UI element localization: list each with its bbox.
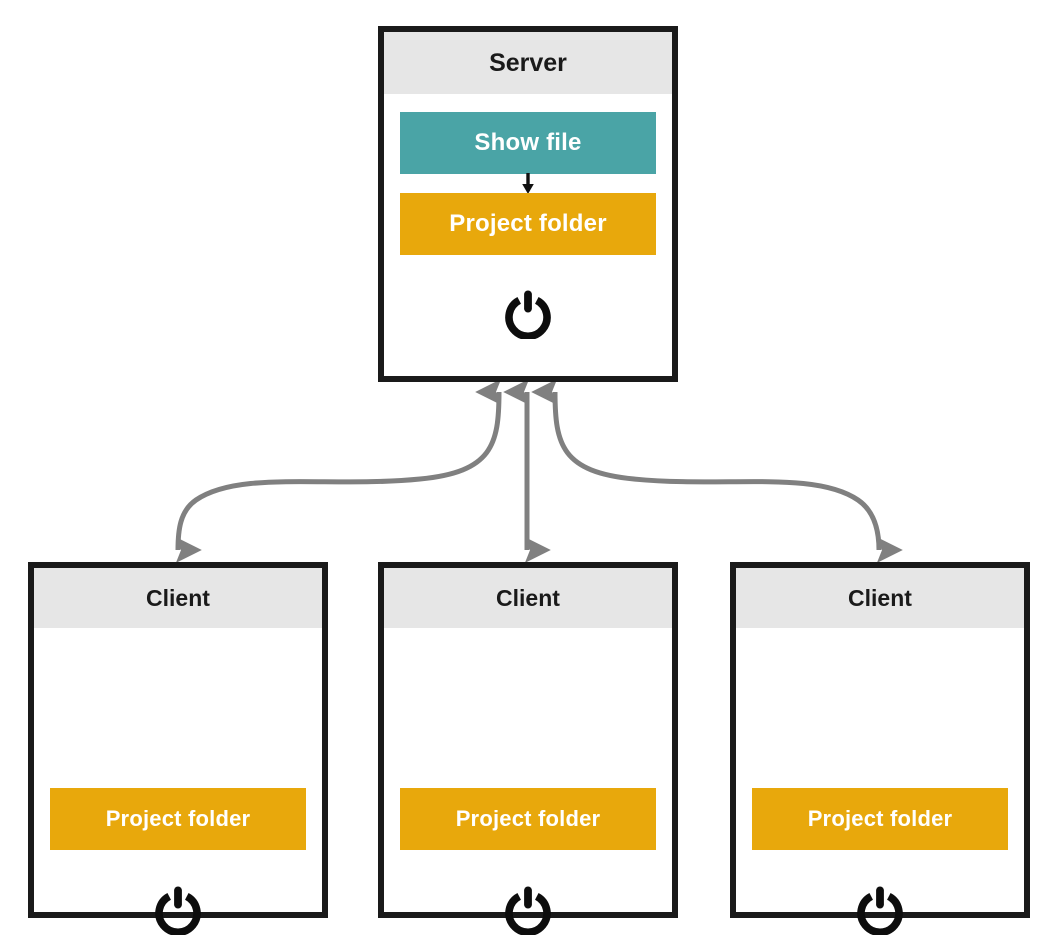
client-header: Client <box>34 568 322 628</box>
server-node[interactable]: Server Show file Project folder <box>378 26 678 382</box>
server-body: Show file Project folder <box>384 94 672 376</box>
power-icon[interactable] <box>854 883 906 935</box>
client-body: Project folder <box>736 628 1024 935</box>
server-project-folder-bar[interactable]: Project folder <box>400 193 656 255</box>
client-body: Project folder <box>384 628 672 935</box>
arrow-down-icon <box>522 173 534 194</box>
server-show-file-bar[interactable]: Show file <box>400 112 656 174</box>
client-project-folder-bar[interactable]: Project folder <box>752 788 1008 850</box>
power-icon[interactable] <box>502 287 554 339</box>
connector-server-to-client-1 <box>175 379 502 563</box>
client-node-3[interactable]: Client Project folder <box>730 562 1030 935</box>
client-project-folder-bar[interactable]: Project folder <box>50 788 306 850</box>
client-node-1[interactable]: Client Project folder <box>28 562 328 935</box>
power-icon[interactable] <box>502 883 554 935</box>
connector-server-to-client-3 <box>531 378 903 564</box>
power-icon[interactable] <box>152 883 204 935</box>
client-header: Client <box>384 568 672 628</box>
server-header: Server <box>384 32 672 94</box>
client-header: Client <box>736 568 1024 628</box>
client-body: Project folder <box>34 628 322 935</box>
client-project-folder-bar[interactable]: Project folder <box>400 788 656 850</box>
client-node-2[interactable]: Client Project folder <box>378 562 678 935</box>
